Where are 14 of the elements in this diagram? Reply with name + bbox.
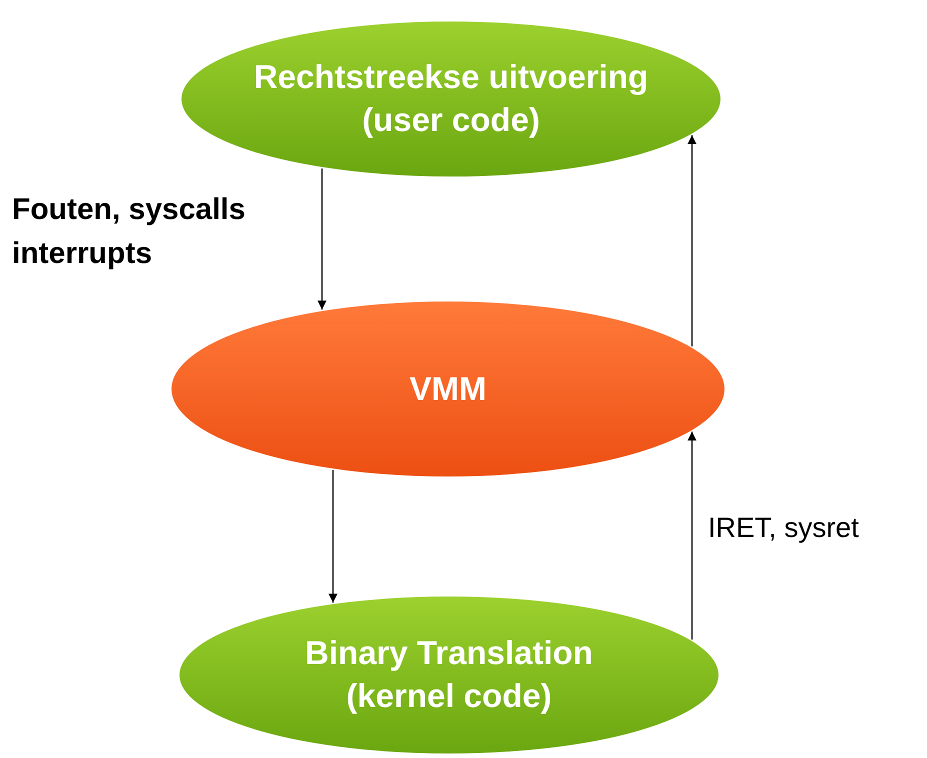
arrow bbox=[688, 135, 696, 346]
node-text: Binary Translation bbox=[305, 633, 593, 674]
node-text: (user code) bbox=[362, 100, 540, 140]
process-ellipse bbox=[180, 20, 722, 178]
process-ellipse bbox=[178, 595, 720, 755]
arrow bbox=[318, 168, 326, 310]
arrow bbox=[328, 470, 338, 603]
node-text: VMM bbox=[410, 368, 486, 409]
arrow bbox=[688, 432, 696, 640]
edge-label: IRET, sysret bbox=[708, 511, 860, 545]
node-text: Rechtstreekse uitvoering bbox=[254, 57, 648, 98]
process-ellipse bbox=[170, 300, 726, 478]
node-text: (kernel code) bbox=[346, 676, 552, 716]
edge-label: Fouten, syscalls interrupts bbox=[12, 192, 246, 272]
